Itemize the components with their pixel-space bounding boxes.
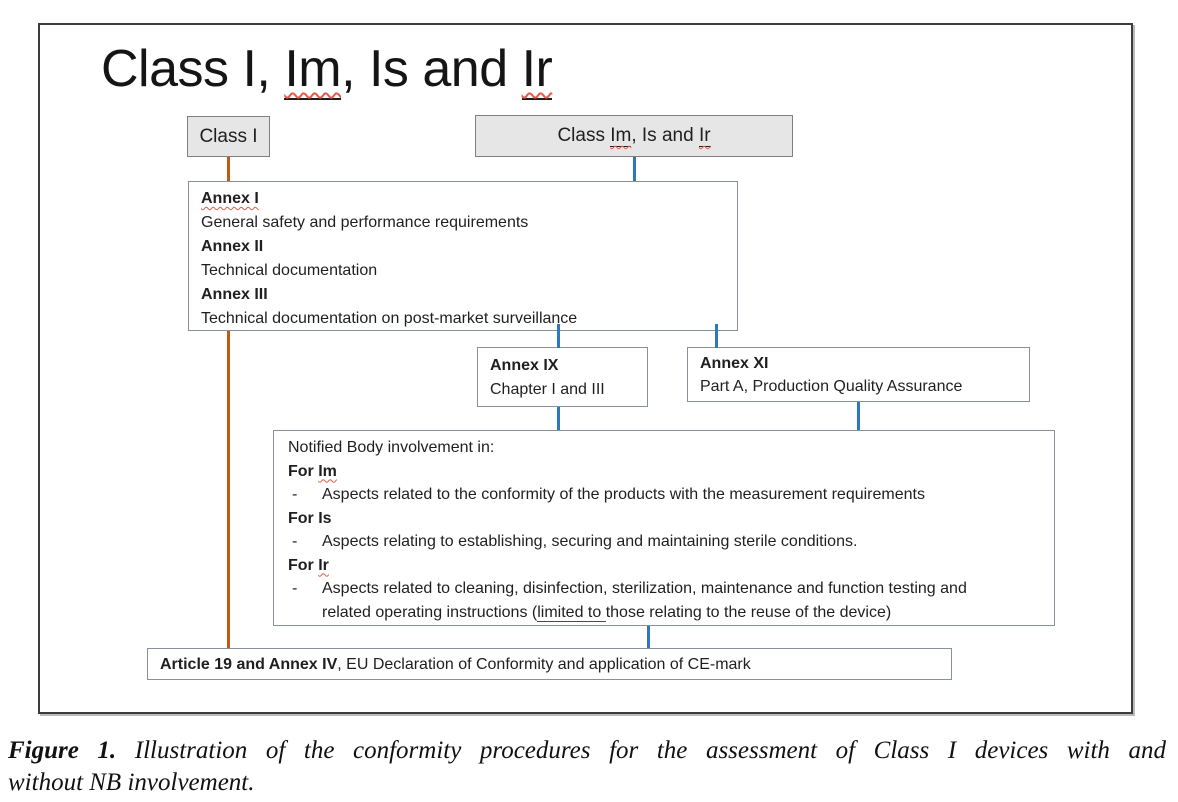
connector-annexxi-to-nb: [857, 400, 860, 432]
annex-i-ii-iii-box: Annex I General safety and performance r…: [188, 181, 738, 331]
diagram-title: Class I, Im, Is and Ir: [101, 40, 553, 100]
article-19-rest: , EU Declaration of Conformity and appli…: [337, 656, 751, 673]
connector-classim-to-annex: [633, 157, 636, 182]
annex-i-desc: General safety and performance requireme…: [201, 214, 529, 231]
annex-ii-heading: Annex II: [201, 238, 264, 255]
title-im: Im: [284, 40, 342, 100]
title-part2: , Is and: [341, 40, 522, 98]
class-im-part1: Class: [557, 125, 611, 146]
nb-for-im-word: Im: [318, 462, 337, 480]
nb-im-bullet: - Aspects related to the conformity of t…: [288, 483, 1040, 507]
annex-xi-box: Annex XI Part A, Production Quality Assu…: [687, 347, 1030, 402]
caption-figure-label: Figure 1.: [8, 737, 117, 764]
nb-ir-bullet-line2: related operating instructions (limited …: [322, 601, 1040, 625]
bullet-dash: -: [292, 486, 298, 503]
nb-for-ir-prefix: For: [288, 556, 319, 574]
caption-line1-text: Illustration of the conformity procedure…: [134, 737, 1167, 764]
nb-is-bullet: - Aspects relating to establishing, secu…: [288, 530, 1040, 554]
article-19-bold: Article 19 and Annex IV: [160, 656, 338, 673]
connector-nb-to-article: [647, 622, 650, 650]
class-im-label: Class Im, Is and Ir: [557, 125, 711, 147]
title-part1: Class I,: [101, 40, 285, 98]
connector-class-i-to-article: [227, 157, 230, 652]
connector-annexix-to-nb: [557, 404, 560, 432]
title-ir: Ir: [521, 40, 553, 100]
notified-body-box: Notified Body involvement in: For Im - A…: [273, 430, 1055, 626]
class-i-label: Class I: [199, 125, 258, 147]
nb-for-ir: For Ir: [288, 554, 1040, 578]
nb-ir-line2-post: those relating to the reuse of the devic…: [605, 603, 892, 621]
nb-is-bullet-text: Aspects relating to establishing, securi…: [322, 533, 858, 550]
annex-i-heading: Annex I: [201, 190, 259, 207]
nb-for-is: For Is: [288, 509, 332, 527]
nb-ir-line2-pre: related operating instructions (: [322, 603, 538, 621]
annex-iii-heading: Annex III: [201, 286, 268, 303]
nb-intro: Notified Body involvement in:: [288, 439, 495, 456]
annex-ix-heading: Annex IX: [490, 357, 559, 374]
connector-annex-to-annexix: [557, 324, 560, 348]
class-i-box: Class I: [187, 116, 270, 157]
class-im-mid: , Is and: [631, 125, 699, 146]
nb-ir-bullet-text: Aspects related to cleaning, disinfectio…: [322, 577, 1040, 624]
annex-ix-box: Annex IX Chapter I and III: [477, 347, 648, 407]
article-19-box: Article 19 and Annex IV, EU Declaration …: [147, 648, 952, 680]
annex-xi-desc: Part A, Production Quality Assurance: [700, 378, 963, 395]
nb-for-im: For Im: [288, 460, 1040, 484]
class-im-is-ir-box: Class Im, Is and Ir: [475, 115, 793, 157]
bullet-dash: -: [292, 580, 298, 597]
nb-for-im-prefix: For: [288, 462, 319, 480]
caption-line1: Figure 1. Illustration of the conformity…: [8, 735, 1166, 767]
class-im-im: Im: [610, 125, 632, 147]
nb-im-bullet-text: Aspects related to the conformity of the…: [322, 486, 925, 503]
nb-for-ir-word: Ir: [318, 556, 329, 574]
annex-iii-desc: Technical documentation on post-market s…: [201, 310, 578, 327]
nb-ir-line2-underlined: limited to: [537, 603, 606, 622]
annex-ii-desc: Technical documentation: [201, 262, 378, 279]
caption-line2: without NB involvement.: [8, 768, 255, 796]
connector-annex-to-annexxi: [715, 324, 718, 348]
class-im-ir: Ir: [698, 125, 711, 147]
figure-caption: Figure 1. Illustration of the conformity…: [8, 735, 1166, 798]
annex-ix-desc: Chapter I and III: [490, 381, 605, 398]
annex-xi-heading: Annex XI: [700, 355, 769, 372]
nb-ir-bullet: - Aspects related to cleaning, disinfect…: [288, 577, 1040, 624]
nb-ir-bullet-line1: Aspects related to cleaning, disinfectio…: [322, 580, 967, 597]
bullet-dash: -: [292, 533, 298, 550]
